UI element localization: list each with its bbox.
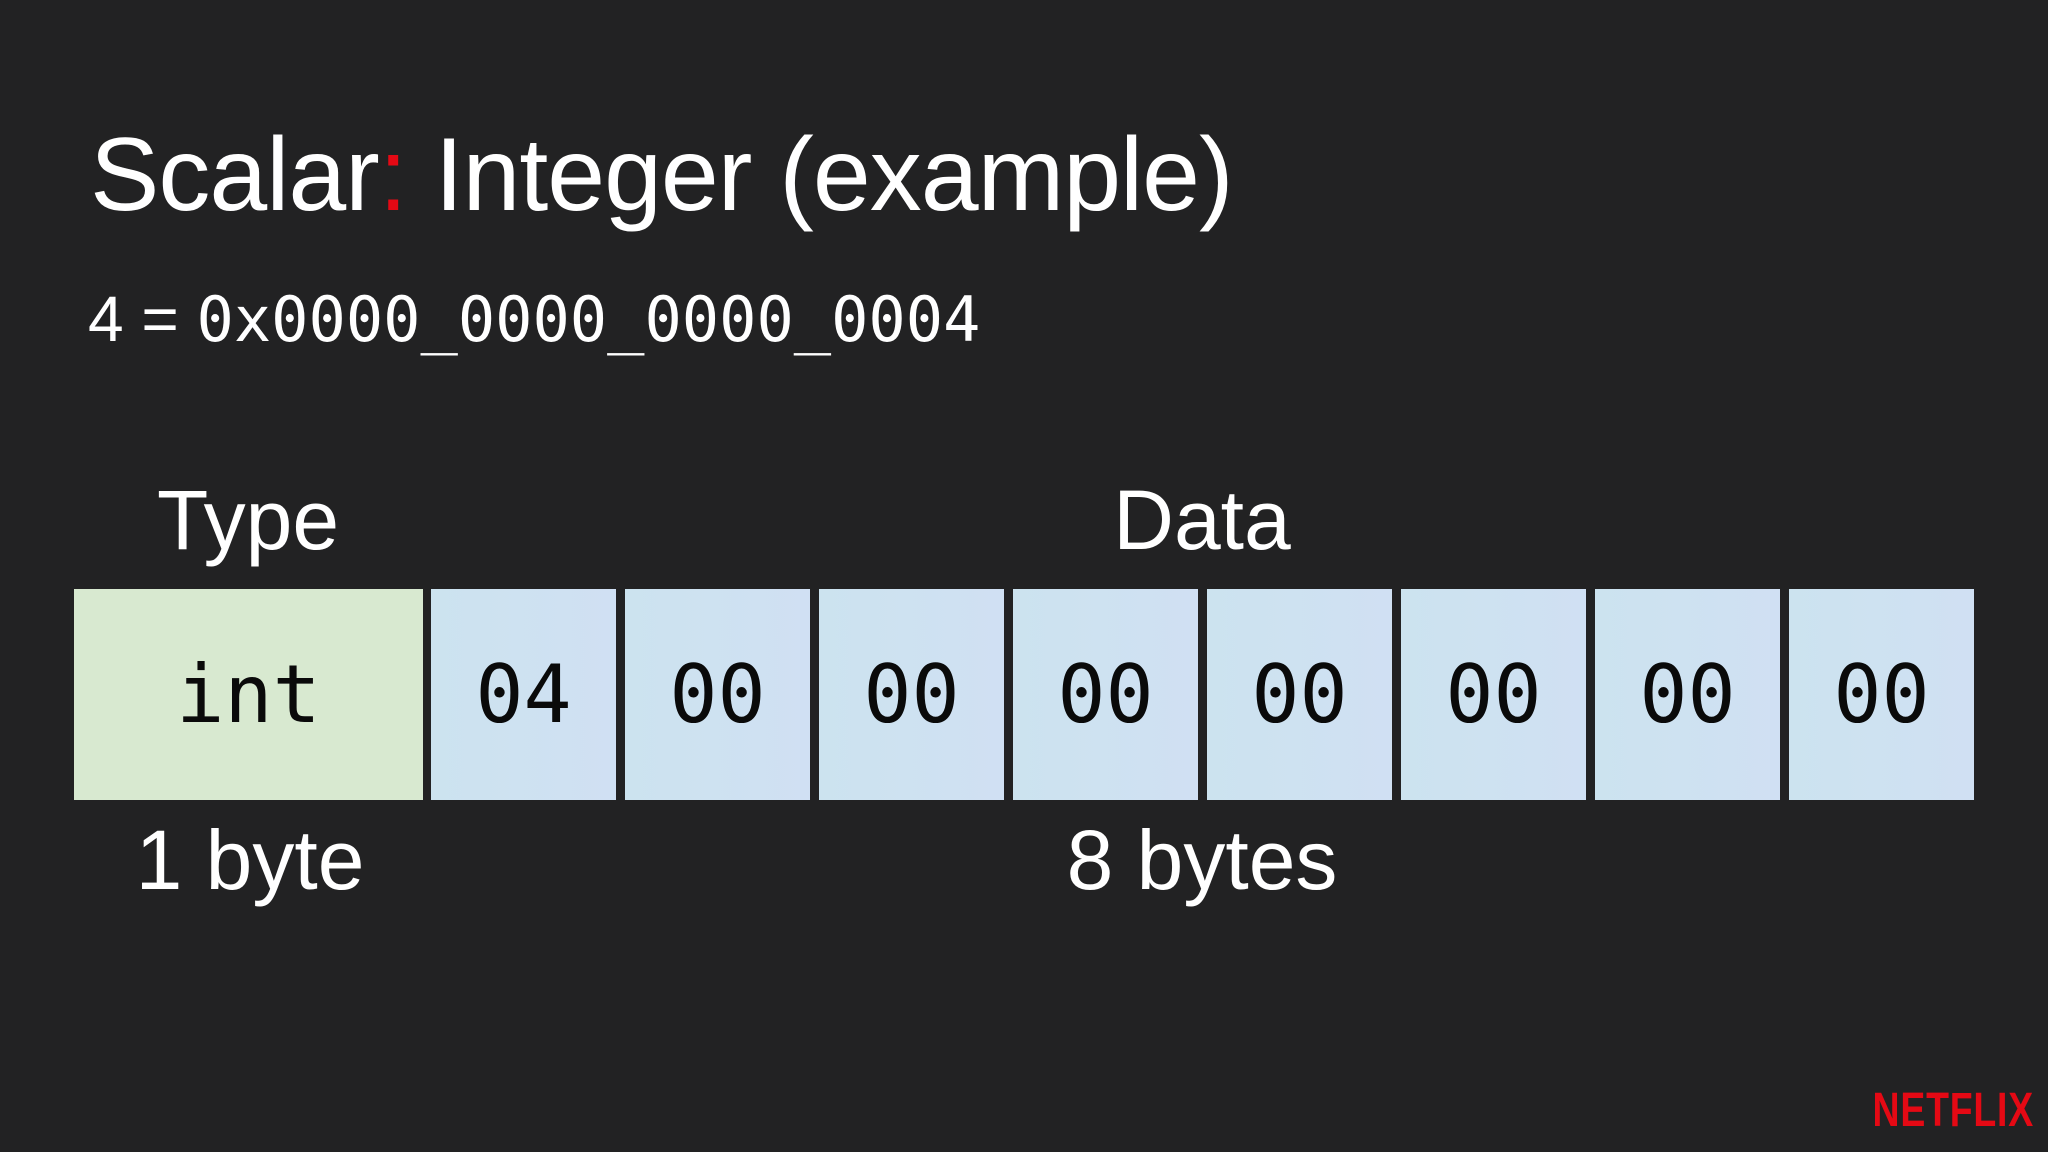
equation-hex: 0x0000_0000_0000_0004 — [196, 283, 981, 356]
data-size-label: 8 bytes — [1066, 813, 1338, 907]
slide-title: Scalar: Integer (example) — [90, 117, 1234, 233]
title-colon: : — [378, 117, 408, 233]
type-header: Type — [156, 473, 340, 567]
data-byte-cell-1: 04 — [431, 589, 616, 800]
data-byte-value: 00 — [1833, 648, 1930, 741]
data-byte-cell-6: 00 — [1401, 589, 1586, 800]
data-byte-value: 04 — [475, 648, 572, 741]
data-byte-cell-4: 00 — [1013, 589, 1198, 800]
data-byte-cell-7: 00 — [1595, 589, 1780, 800]
title-rest: Integer (example) — [406, 117, 1234, 233]
data-header: Data — [1113, 473, 1291, 567]
data-byte-cell-8: 00 — [1789, 589, 1974, 800]
data-byte-cell-3: 00 — [819, 589, 1004, 800]
title-main: Scalar — [90, 117, 380, 233]
type-cell: int — [74, 589, 423, 800]
data-byte-value: 00 — [1639, 648, 1736, 741]
data-byte-value: 00 — [863, 648, 960, 741]
equation: 4 = 0x0000_0000_0000_0004 — [88, 282, 980, 356]
type-size-label: 1 byte — [135, 813, 365, 907]
data-byte-cell-5: 00 — [1207, 589, 1392, 800]
equation-lhs: 4 = — [88, 283, 197, 355]
data-byte-value: 00 — [1057, 648, 1154, 741]
type-cell-value: int — [176, 648, 321, 741]
data-byte-value: 00 — [1251, 648, 1348, 741]
data-byte-value: 00 — [669, 648, 766, 741]
data-byte-cell-2: 00 — [625, 589, 810, 800]
netflix-logo: NETFLIX — [1872, 1084, 2034, 1137]
data-byte-value: 00 — [1445, 648, 1542, 741]
